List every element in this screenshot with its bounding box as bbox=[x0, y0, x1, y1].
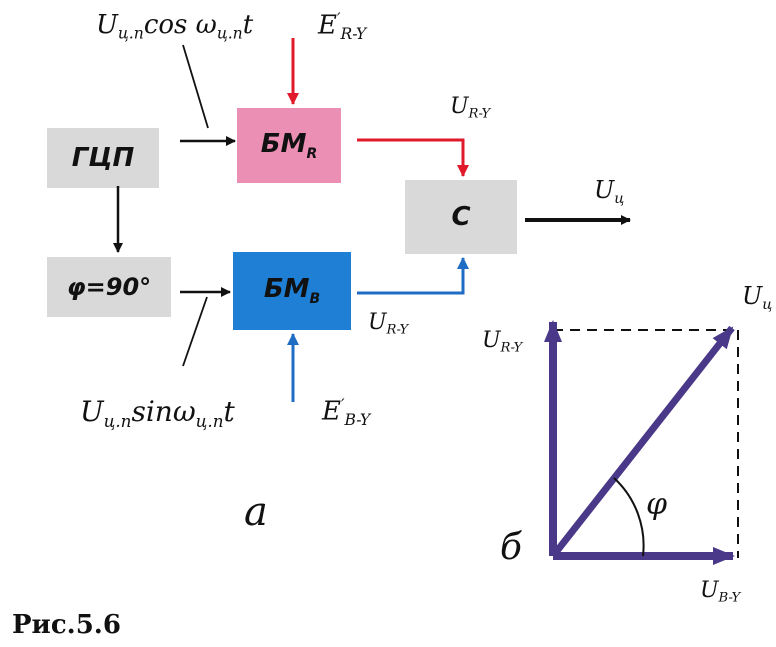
vector-u-c-label: Uц bbox=[742, 282, 773, 314]
panel-a-label: а bbox=[244, 489, 268, 535]
sum-label: С bbox=[451, 202, 471, 232]
bm-b-label: БМB bbox=[263, 274, 321, 308]
figure-caption: Рис.5.6 bbox=[12, 610, 121, 640]
sin-pointer-line bbox=[182, 296, 208, 367]
u-ry-out2-label: UR-Y bbox=[368, 310, 409, 338]
phase-shifter-label: φ=90° bbox=[66, 273, 152, 301]
gcp-block: ГЦП bbox=[47, 128, 159, 188]
angle-phi-label: φ bbox=[646, 487, 668, 522]
e-by-label: E′B-Y bbox=[322, 396, 371, 430]
bmr-to-sum-arrow bbox=[357, 138, 469, 177]
u-sin-label: Uц.пsinωц.пt bbox=[80, 395, 235, 431]
sum-block: С bbox=[405, 180, 517, 254]
angle-arc bbox=[613, 477, 645, 557]
phase-shifter-block: φ=90° bbox=[47, 257, 171, 317]
vector-u-by-label: UB-Y bbox=[700, 578, 741, 606]
vector-u-ry-label: UR-Y bbox=[482, 328, 523, 356]
gcp-label: ГЦП bbox=[71, 143, 135, 173]
u-c-out-label: Uц bbox=[594, 176, 625, 208]
cos-pointer-line bbox=[182, 44, 209, 129]
u-cos-label: Uц.пcos ωц.пt bbox=[96, 10, 254, 43]
panel-b-label: б bbox=[500, 527, 522, 568]
bmb-to-sum-arrow bbox=[357, 257, 469, 295]
bm-b-block: БМB bbox=[233, 252, 351, 330]
bm-r-label: БМR bbox=[260, 128, 318, 163]
e-ry-label: E′R-Y bbox=[318, 10, 367, 44]
vector-u-c bbox=[550, 325, 735, 559]
u-ry-out-label: UR-Y bbox=[450, 94, 491, 122]
bm-r-block: БМR bbox=[237, 108, 341, 183]
